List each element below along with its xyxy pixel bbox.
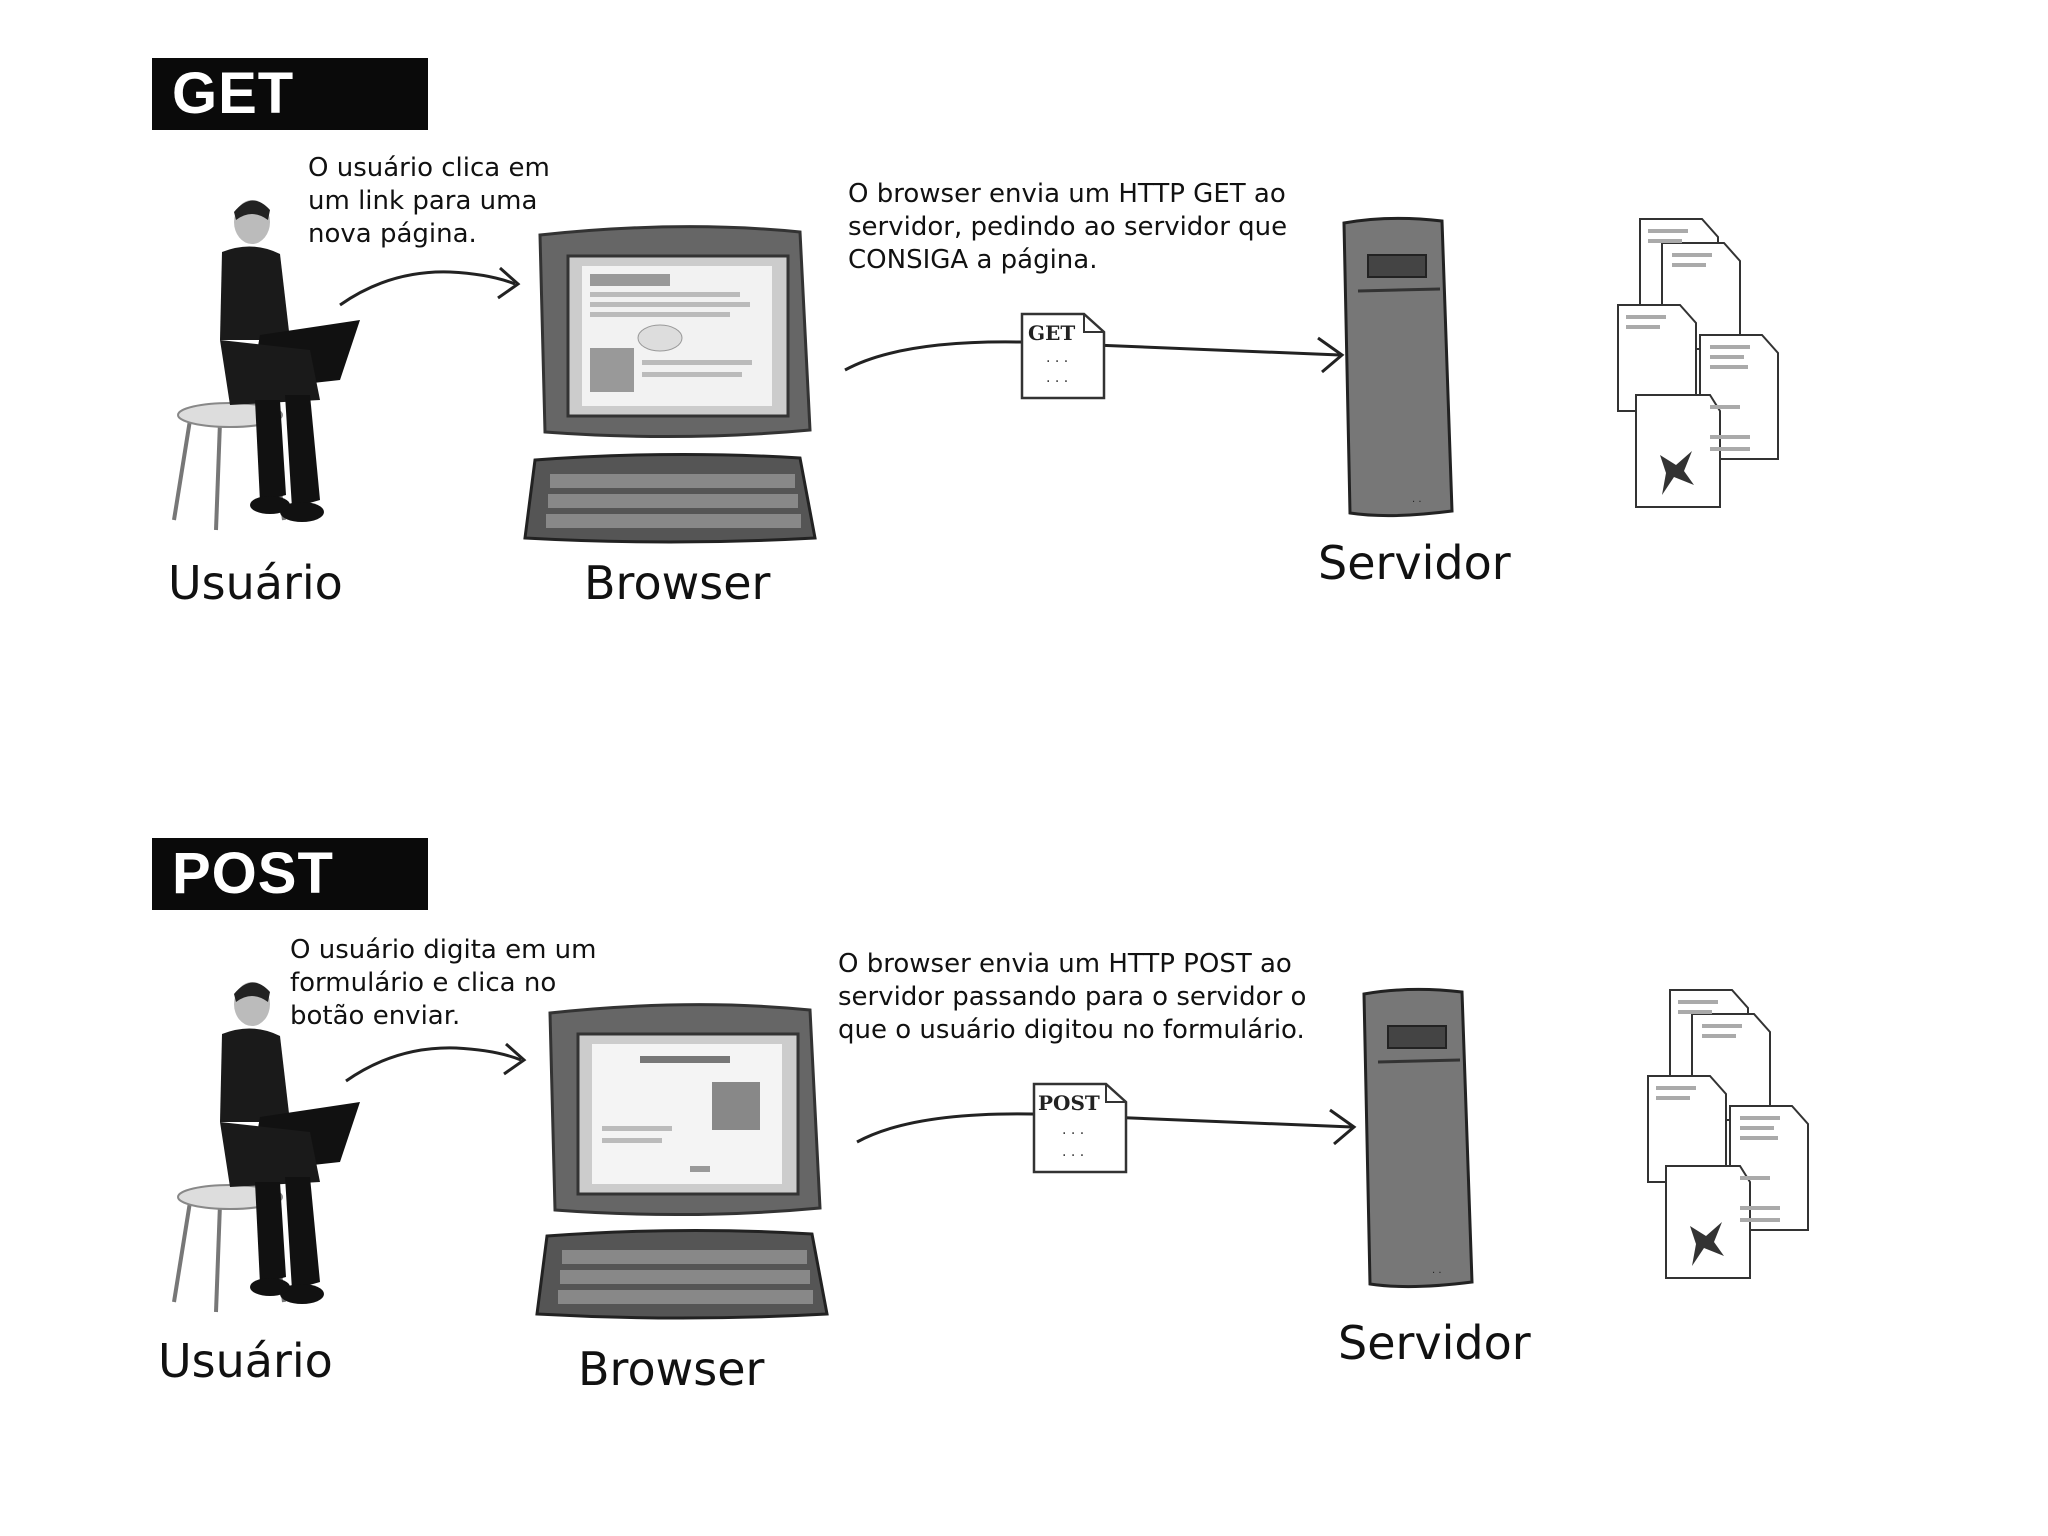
svg-text:· · ·: · · · <box>1046 354 1068 370</box>
arrow-user-to-browser <box>345 1042 527 1083</box>
get-title: GET <box>152 58 428 130</box>
arrow-user-to-browser <box>339 266 521 307</box>
browser-label: Browser <box>584 556 771 610</box>
note-line: que o usuário digitou no formulário. <box>838 1015 1305 1045</box>
arrow-browser-to-server <box>856 1108 1357 1146</box>
html-documents-icon <box>1617 218 1779 508</box>
server-tower-icon: · · <box>1342 216 1454 518</box>
server-label: Servidor <box>1338 1316 1531 1370</box>
note-line: formulário e clica no <box>290 968 557 998</box>
browser-get-note: O browser envia um HTTP GET ao servidor,… <box>848 178 1287 277</box>
note-line: servidor, pedindo ao servidor que <box>848 212 1288 242</box>
user-type-note: O usuário digita em um formulário e clic… <box>290 934 597 1033</box>
get-panel: GET O usuário clica em um link para uma … <box>0 0 2048 740</box>
post-panel: POST O usuário digita em um formulário e… <box>0 776 2048 1516</box>
server-label: Servidor <box>1318 536 1511 590</box>
user-label: Usuário <box>168 556 343 610</box>
keyboard-icon <box>535 1228 829 1320</box>
server-tower-icon: · · <box>1362 987 1474 1289</box>
svg-text:· ·: · · <box>1432 1268 1442 1279</box>
person-with-laptop-icon <box>172 200 360 531</box>
post-title: POST <box>152 838 428 910</box>
request-method-label: POST <box>1038 1091 1100 1115</box>
note-line: botão enviar. <box>290 1001 461 1031</box>
note-line: O usuário clica em <box>308 153 550 183</box>
person-with-laptop-icon <box>172 982 360 1313</box>
user-label: Usuário <box>158 1334 333 1388</box>
computer-monitor-icon <box>538 225 812 439</box>
request-method-label: GET <box>1028 321 1075 345</box>
note-line: O browser envia um HTTP GET ao <box>848 179 1286 209</box>
svg-text:· · ·: · · · <box>1046 374 1068 390</box>
http-request-paper-icon: POST · · · · · · <box>1032 1082 1128 1174</box>
computer-monitor-icon <box>548 1003 822 1217</box>
note-line: O browser envia um HTTP POST ao <box>838 949 1292 979</box>
svg-text:· ·: · · <box>1412 497 1422 508</box>
html-documents-icon <box>1647 989 1809 1279</box>
note-line: um link para uma <box>308 186 538 216</box>
note-line: servidor passando para o servidor o <box>838 982 1307 1012</box>
note-line: nova página. <box>308 219 477 249</box>
note-line: O usuário digita em um <box>290 935 597 965</box>
browser-label: Browser <box>578 1342 765 1396</box>
note-line: CONSIGA a página. <box>848 245 1098 275</box>
arrow-browser-to-server <box>844 336 1345 374</box>
keyboard-icon <box>523 452 817 544</box>
browser-post-note: O browser envia um HTTP POST ao servidor… <box>838 948 1306 1047</box>
svg-text:· · ·: · · · <box>1062 1148 1084 1164</box>
http-request-paper-icon: GET · · · · · · <box>1020 312 1106 400</box>
svg-text:· · ·: · · · <box>1062 1126 1084 1142</box>
user-click-note: O usuário clica em um link para uma nova… <box>308 152 550 251</box>
